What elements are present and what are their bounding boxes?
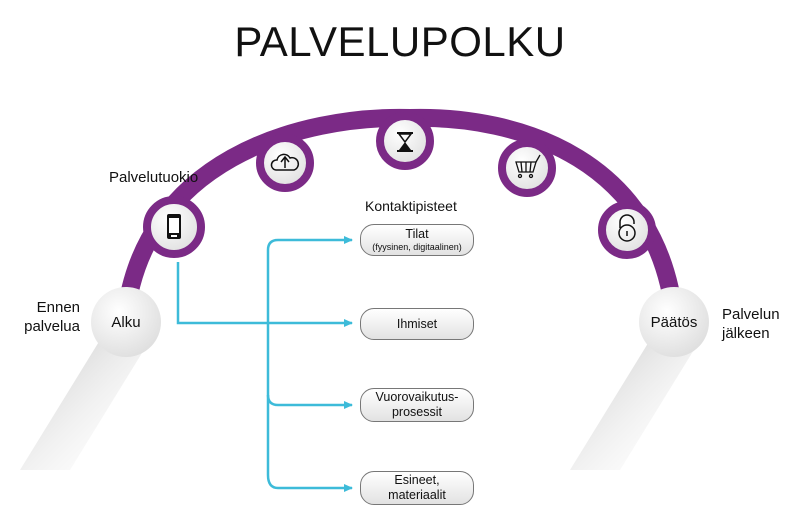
page-title: PALVELUPOLKU <box>234 18 566 65</box>
touchpoint-objects: Esineet, materiaalit <box>360 471 474 505</box>
end-shadow <box>570 340 700 470</box>
shopping-cart-icon <box>515 154 541 179</box>
cloud-upload-icon <box>270 153 300 171</box>
arc-node-cart <box>498 139 556 197</box>
touchpoint-processes-line1: Vuorovaikutus- <box>375 390 459 404</box>
touchpoint-objects-line2: materiaalit <box>388 488 446 502</box>
end-label: Päätös <box>650 314 698 331</box>
arc-node-cloud <box>256 134 314 192</box>
start-node <box>91 287 161 357</box>
arc-node-hourglass <box>376 112 434 170</box>
before-service-line1: Ennen <box>36 299 80 316</box>
end-node <box>639 287 709 357</box>
connector-branch-1 <box>266 236 353 475</box>
touchpoints-heading: Kontaktipisteet <box>365 198 457 214</box>
arc-node-smartphone <box>143 196 205 258</box>
connector-branch-4 <box>266 474 353 492</box>
after-service-line1: Palvelun <box>722 306 780 323</box>
connector-main <box>176 262 353 327</box>
start-shadow <box>20 340 150 470</box>
smartphone-icon <box>167 214 181 239</box>
touchpoint-people-title: Ihmiset <box>396 316 438 331</box>
after-service-label: Palvelun jälkeen <box>722 305 780 343</box>
touchpoint-processes-line2: prosessit <box>391 405 443 419</box>
connector-branch-3 <box>266 394 353 409</box>
padlock-icon <box>618 214 636 242</box>
touchpoint-spaces-subtitle: (fyysinen, digitaalinen) <box>372 242 462 252</box>
hourglass-icon <box>397 132 413 152</box>
touchpoint-spaces-title: Tilat <box>405 227 429 241</box>
palvelutuokio-label: Palvelutuokio <box>109 169 199 186</box>
start-label: Alku <box>111 314 141 331</box>
before-service-label: Ennen palvelua <box>20 298 80 336</box>
arc-node-padlock <box>598 201 656 259</box>
after-service-line2: jälkeen <box>722 325 770 342</box>
touchpoint-processes: Vuorovaikutus- prosessit <box>360 388 474 422</box>
touchpoint-people: Ihmiset <box>360 308 474 340</box>
touchpoint-spaces: Tilat (fyysinen, digitaalinen) <box>360 224 474 256</box>
before-service-line2: palvelua <box>24 318 80 335</box>
touchpoint-objects-line1: Esineet, <box>394 473 440 487</box>
